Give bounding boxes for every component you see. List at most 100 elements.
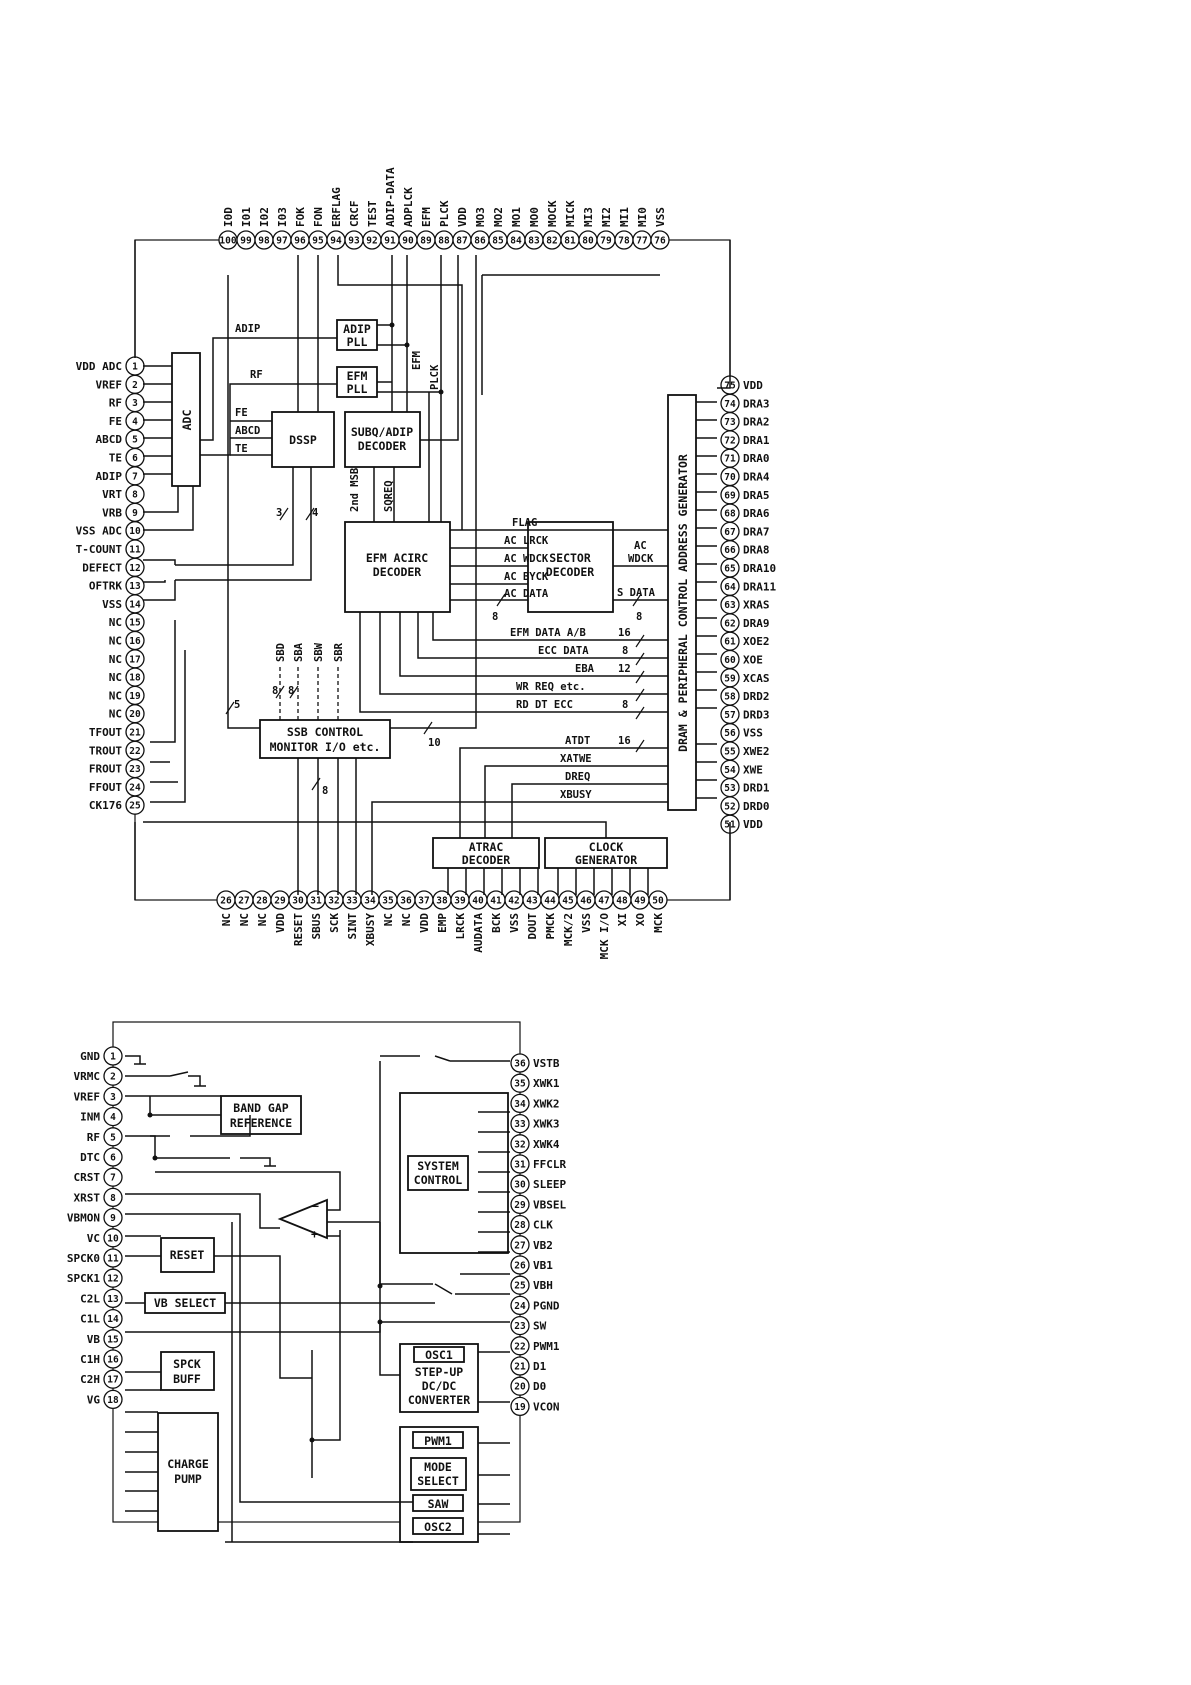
adip-pll-label-1: ADIP — [343, 322, 371, 336]
pin-number: 29 — [274, 896, 286, 907]
pin-number: 42 — [508, 896, 519, 907]
bus-8f: 8 — [288, 685, 294, 697]
pin-label: NC — [109, 689, 122, 702]
pin-label: MI2 — [600, 207, 613, 227]
pin-circle — [510, 1154, 530, 1174]
pin-circle — [103, 1086, 123, 1107]
pin-label: DRA11 — [743, 580, 776, 593]
sig-abcd: ABCD — [235, 425, 260, 437]
pin-circle — [103, 1147, 123, 1167]
sig-s-data: S DATA — [617, 587, 656, 599]
sig-ac-wdck2-1: AC — [634, 540, 647, 552]
pin-number: 18 — [107, 1395, 119, 1406]
sig-sbw: SBW — [313, 642, 325, 662]
pin-label: DRA0 — [743, 452, 770, 465]
bus-4: 4 — [312, 507, 318, 519]
pin-77: 77 MI0 — [632, 207, 652, 250]
subq-label-2: DECODER — [358, 439, 407, 453]
pin-number: 74 — [724, 399, 736, 410]
pin-label: NC — [109, 653, 122, 666]
sig-efm: EFM — [411, 351, 423, 370]
pin-circle — [510, 1073, 530, 1093]
pin-number: 67 — [724, 527, 735, 538]
pin-number: 8 — [110, 1193, 116, 1204]
pin-label: VB1 — [533, 1259, 553, 1272]
charge-label-2: PUMP — [174, 1472, 202, 1486]
stepup-label-1: STEP-UP — [415, 1365, 464, 1379]
pin-4: 4FE — [109, 411, 145, 431]
pin-label: VCON — [533, 1400, 560, 1413]
pin-number: 50 — [652, 896, 664, 907]
pin-number: 80 — [582, 236, 594, 247]
pin-number: 45 — [562, 896, 574, 907]
sig-sba: SBA — [293, 642, 305, 662]
sig-dreq: DREQ — [565, 771, 590, 783]
pin-circle — [103, 1248, 123, 1268]
charge-pump-block: CHARGE PUMP — [157, 1412, 219, 1532]
pin-number: 77 — [636, 236, 647, 247]
pin-circle — [510, 1053, 530, 1073]
pin-number: 9 — [110, 1213, 116, 1224]
pin-number: 64 — [724, 582, 736, 593]
pin-circle — [103, 1046, 123, 1066]
pin-label: XWE — [743, 763, 763, 776]
pin-number: 6 — [132, 453, 138, 464]
stepup-converter-block: OSC1 STEP-UP DC/DC CONVERTER — [399, 1343, 479, 1413]
pin-label: T-COUNT — [76, 543, 123, 556]
pin-label: XI — [616, 913, 629, 926]
pin-label: VRMC — [74, 1070, 101, 1083]
pin-number: 17 — [129, 654, 140, 665]
opamp-plus: + — [311, 1227, 318, 1241]
stepup-label-2: DC/DC — [422, 1379, 457, 1393]
pin-number: 16 — [129, 636, 141, 647]
pin-circle — [125, 795, 145, 815]
pin-number: 32 — [328, 896, 339, 907]
adc-block: ADC — [171, 352, 201, 487]
subq-label-1: SUBQ/ADIP — [351, 425, 413, 439]
atrac-decoder-block: ATRAC DECODER — [432, 837, 540, 869]
pwm1-block-label: PWM1 — [424, 1434, 452, 1448]
pin-circle — [648, 890, 668, 910]
pin-label: XOE — [743, 654, 763, 667]
pin-number: 32 — [514, 1139, 525, 1150]
bus-12: 12 — [618, 663, 631, 675]
pin-label: FFCLR — [533, 1158, 566, 1171]
adip-pll-block: ADIP PLL — [336, 319, 378, 351]
pin-label: MI0 — [636, 207, 649, 227]
pin-label: VSS — [654, 207, 667, 227]
pin-label: SCK — [328, 913, 341, 933]
pin-label: ERFLAG — [330, 187, 343, 227]
dram-address-generator-block: DRAM & PERIPHERAL CONTROL ADDRESS GENERA… — [667, 394, 697, 811]
vb-select-block: VB SELECT — [144, 1292, 226, 1314]
pin-label: DRA1 — [743, 434, 770, 447]
efm-pll-block: EFM PLL — [336, 366, 378, 398]
pin-label: NC — [109, 616, 122, 629]
pin-number: 4 — [132, 416, 138, 427]
pin-number: 84 — [510, 236, 522, 247]
pin-number: 15 — [107, 1334, 119, 1345]
pin-label: VSS — [102, 598, 122, 611]
pin-label: VDD ADC — [76, 360, 122, 373]
bus-8b: 8 — [636, 611, 642, 623]
pin-number: 72 — [724, 435, 735, 446]
